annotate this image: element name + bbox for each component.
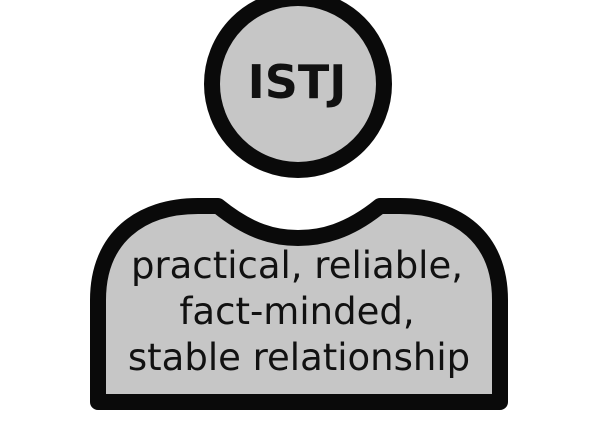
body-line-2: fact-minded, [179, 290, 414, 333]
body-line-1: practical, reliable, [131, 244, 463, 287]
body-shape [90, 198, 508, 410]
head-circle [204, 0, 392, 178]
head-label: ISTJ [248, 55, 347, 109]
body-line-3: stable relationship [128, 336, 470, 379]
